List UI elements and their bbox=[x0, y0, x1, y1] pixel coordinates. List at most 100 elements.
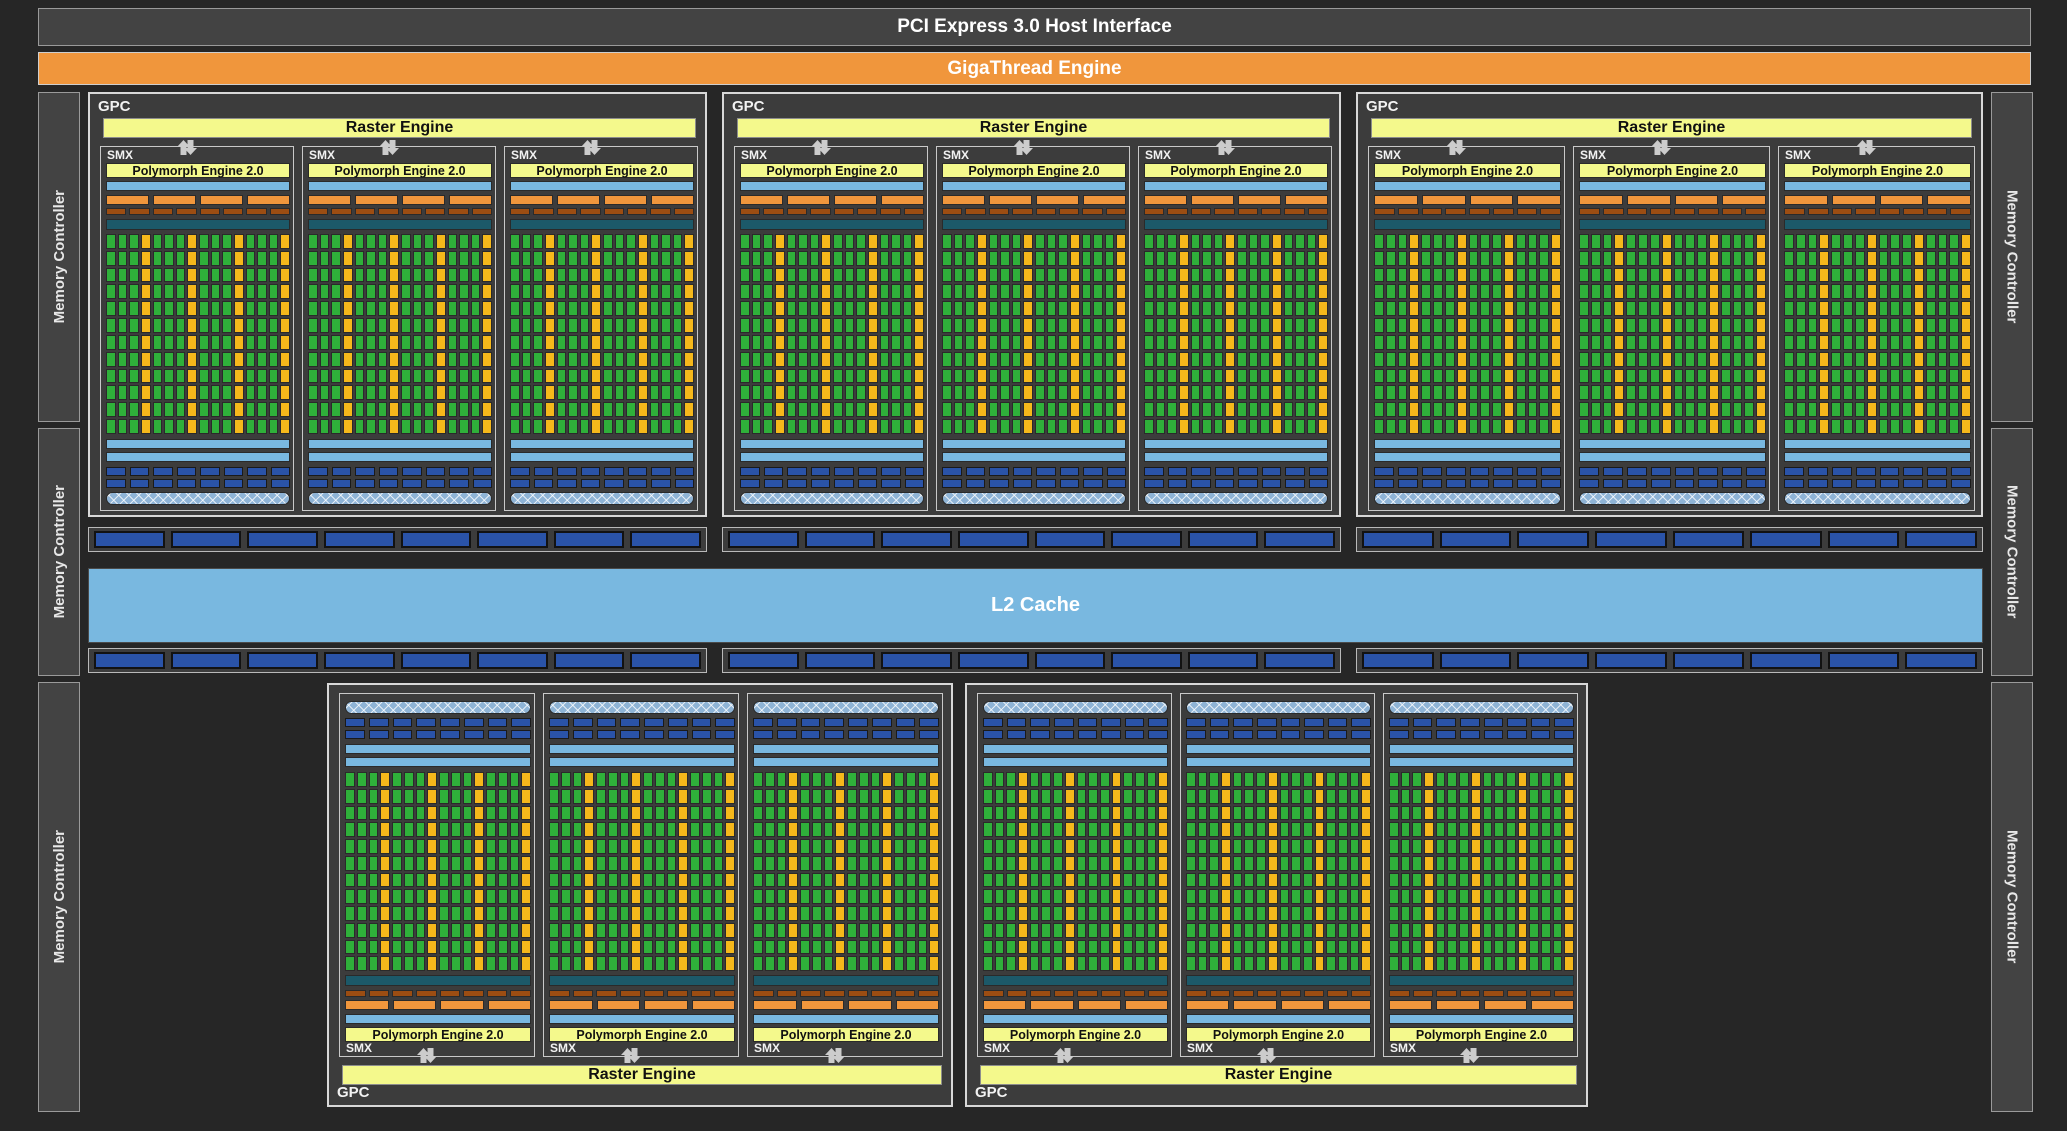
cuda-core bbox=[879, 385, 890, 401]
cuda-core bbox=[510, 318, 520, 333]
cuda-core bbox=[470, 351, 481, 367]
raster-engine[interactable]: Raster Engine bbox=[342, 1065, 942, 1085]
cuda-core bbox=[486, 872, 496, 888]
cuda-core bbox=[994, 772, 1005, 787]
memory-controller: Memory Controller bbox=[1991, 682, 2033, 1112]
cuda-core bbox=[401, 284, 411, 300]
polymorph-engine[interactable]: Polymorph Engine 2.0 bbox=[753, 1027, 939, 1042]
polymorph-engine[interactable]: Polymorph Engine 2.0 bbox=[345, 1027, 531, 1042]
warp-scheduler bbox=[200, 195, 243, 205]
warp-scheduler bbox=[1421, 195, 1466, 205]
cuda-core bbox=[510, 351, 520, 367]
memory-controller-label: Memory Controller bbox=[2003, 485, 2021, 619]
polymorph-engine[interactable]: Polymorph Engine 2.0 bbox=[1784, 163, 1971, 178]
cuda-core bbox=[1902, 351, 1912, 367]
special-function-unit bbox=[474, 956, 484, 971]
raster-engine[interactable]: Raster Engine bbox=[980, 1065, 1577, 1085]
cuda-core bbox=[1843, 234, 1853, 249]
dispatch-unit bbox=[331, 208, 352, 215]
special-function-unit bbox=[678, 872, 688, 888]
polymorph-engine[interactable]: Polymorph Engine 2.0 bbox=[983, 1027, 1168, 1042]
dispatch-unit bbox=[1058, 208, 1080, 215]
polymorph-engine[interactable]: Polymorph Engine 2.0 bbox=[308, 163, 492, 178]
polymorph-engine[interactable]: Polymorph Engine 2.0 bbox=[942, 163, 1126, 178]
load-store-unit bbox=[871, 718, 892, 727]
raster-engine[interactable]: Raster Engine bbox=[103, 118, 696, 138]
special-function-unit bbox=[389, 385, 399, 401]
cuda-core bbox=[1784, 402, 1794, 418]
polymorph-engine[interactable]: Polymorph Engine 2.0 bbox=[1144, 163, 1328, 178]
special-function-unit bbox=[1361, 822, 1371, 837]
cuda-core bbox=[1529, 788, 1539, 804]
dispatch-unit-row bbox=[1186, 990, 1371, 997]
polymorph-engine[interactable]: Polymorph Engine 2.0 bbox=[1579, 163, 1766, 178]
special-function-unit bbox=[821, 334, 831, 350]
dispatch-unit bbox=[667, 990, 688, 997]
special-function-unit bbox=[1517, 956, 1528, 971]
special-function-unit bbox=[1517, 906, 1528, 921]
special-function-unit bbox=[435, 234, 446, 249]
special-function-unit bbox=[1756, 385, 1766, 401]
cuda-core bbox=[257, 284, 267, 300]
dispatch-unit bbox=[345, 990, 366, 997]
raster-engine[interactable]: Raster Engine bbox=[1371, 118, 1972, 138]
special-function-unit bbox=[1866, 284, 1877, 300]
dispatch-unit-row bbox=[983, 990, 1168, 997]
polymorph-engine[interactable]: Polymorph Engine 2.0 bbox=[1186, 1027, 1371, 1042]
cuda-core bbox=[1505, 906, 1516, 921]
cuda-core bbox=[1134, 922, 1145, 938]
raster-engine[interactable]: Raster Engine bbox=[737, 118, 1330, 138]
cuda-core bbox=[117, 351, 128, 367]
special-function-unit bbox=[1069, 301, 1080, 317]
cuda-core bbox=[424, 267, 434, 283]
special-function-unit bbox=[1470, 788, 1481, 804]
polymorph-engine[interactable]: Polymorph Engine 2.0 bbox=[510, 163, 694, 178]
cuda-core bbox=[1291, 906, 1301, 921]
cuda-core bbox=[1468, 385, 1479, 401]
cuda-core bbox=[798, 234, 808, 249]
cuda-core bbox=[1385, 402, 1396, 418]
special-function-unit bbox=[1819, 334, 1830, 350]
cuda-core bbox=[568, 234, 578, 249]
special-function-unit bbox=[280, 318, 290, 333]
special-function-unit bbox=[1318, 334, 1328, 350]
cuda-core bbox=[1123, 839, 1133, 854]
cuda-core bbox=[1447, 906, 1458, 921]
memory-controller-label: Memory Controller bbox=[50, 830, 68, 964]
cuda-core bbox=[1099, 822, 1110, 837]
polymorph-engine[interactable]: Polymorph Engine 2.0 bbox=[1389, 1027, 1574, 1042]
special-function-unit bbox=[591, 284, 601, 300]
cuda-core bbox=[556, 284, 567, 300]
polymorph-engine[interactable]: Polymorph Engine 2.0 bbox=[740, 163, 924, 178]
cuda-core bbox=[607, 788, 618, 804]
cuda-core bbox=[1076, 906, 1087, 921]
cuda-core bbox=[858, 805, 869, 821]
polymorph-engine[interactable]: Polymorph Engine 2.0 bbox=[1374, 163, 1561, 178]
cuda-core bbox=[953, 301, 964, 317]
special-function-unit bbox=[1314, 922, 1325, 938]
cuda-core bbox=[596, 939, 606, 955]
special-function-unit bbox=[1178, 368, 1189, 384]
polymorph-engine[interactable]: Polymorph Engine 2.0 bbox=[549, 1027, 735, 1042]
polymorph-engine[interactable]: Polymorph Engine 2.0 bbox=[106, 163, 290, 178]
